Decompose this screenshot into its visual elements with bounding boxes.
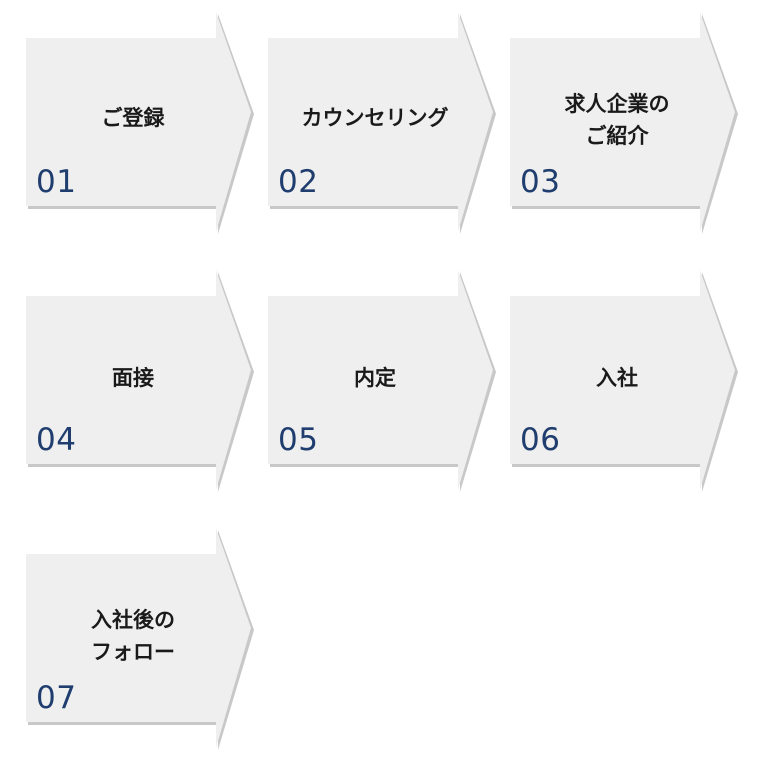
step-title: 求人企業の ご紹介 (564, 92, 670, 148)
step-04: 面接 04 (26, 270, 256, 496)
step-arrow-shape (510, 270, 738, 492)
step-title: 入社 (596, 366, 638, 390)
step-number: 07 (36, 680, 77, 716)
step-05: 内定 05 (268, 270, 498, 496)
step-arrow-shape (268, 270, 496, 492)
step-arrow-shape (26, 270, 254, 492)
step-01: ご登録 01 (26, 12, 256, 238)
step-number: 01 (36, 164, 77, 200)
step-number: 06 (520, 422, 561, 458)
step-title: ご登録 (101, 106, 165, 130)
step-number: 05 (278, 422, 319, 458)
step-number: 02 (278, 164, 319, 200)
step-arrow-shape (26, 528, 254, 750)
step-arrow-shape (26, 12, 254, 234)
step-title: 内定 (354, 366, 396, 390)
step-arrow-shape (268, 12, 496, 234)
step-number: 04 (36, 422, 77, 458)
step-number: 03 (520, 164, 561, 200)
step-03: 求人企業の ご紹介 03 (510, 12, 740, 238)
step-arrow-shape (510, 12, 738, 234)
step-06: 入社 06 (510, 270, 740, 496)
step-title: カウンセリング (301, 106, 449, 130)
step-07: 入社後の フォロー 07 (26, 528, 256, 754)
step-title: 面接 (112, 366, 154, 390)
step-title: 入社後の フォロー (91, 608, 175, 664)
step-02: カウンセリング 02 (268, 12, 498, 238)
